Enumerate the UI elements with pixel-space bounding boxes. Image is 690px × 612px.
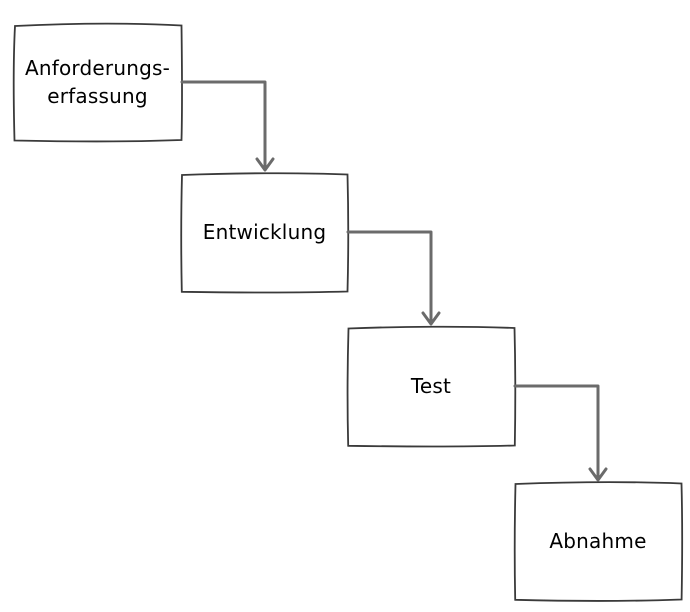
box-test — [346, 325, 517, 448]
arrowhead-anforderungserfassung-to-entwicklung — [255, 157, 275, 172]
arrow-test-to-abnahme — [513, 384, 600, 478]
arrow-entwicklung-to-test — [346, 230, 433, 322]
arrowhead-entwicklung-to-test — [421, 311, 441, 326]
box-abnahme — [513, 481, 684, 602]
arrowhead-test-to-abnahme — [588, 467, 608, 482]
box-entwicklung — [180, 172, 350, 294]
box-anforderungserfassung — [12, 22, 183, 143]
arrow-anforderungserfassung-to-entwicklung — [180, 80, 267, 168]
